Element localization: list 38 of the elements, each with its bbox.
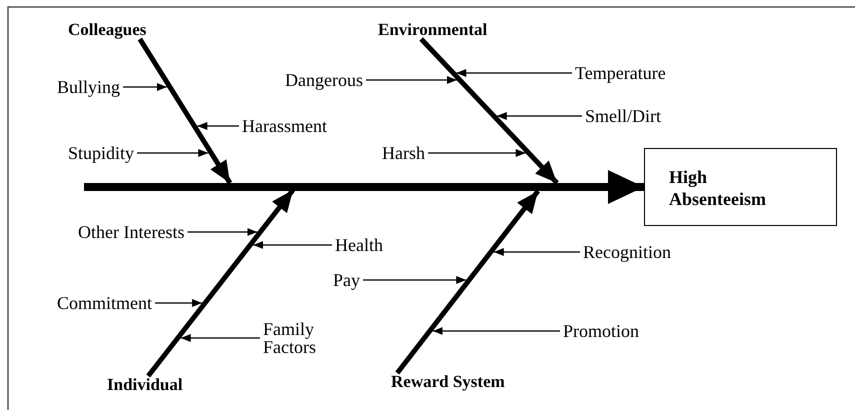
spine-arrow	[84, 170, 644, 204]
arrow	[197, 122, 239, 130]
arrow	[155, 299, 202, 307]
category-label: Individual	[104, 376, 186, 394]
category-label: Environmental	[375, 21, 490, 39]
arrow	[137, 149, 208, 157]
bone-arrow	[146, 188, 295, 378]
cause-label: Pay	[330, 271, 363, 289]
cause-label: Other Interests	[75, 223, 188, 241]
cause-label: Recognition	[580, 243, 674, 261]
category-label: Reward System	[388, 373, 508, 391]
arrow	[494, 248, 580, 256]
cause-label: Health	[332, 236, 386, 254]
bone-arrow	[138, 38, 232, 184]
bone-arrow	[419, 37, 559, 185]
arrow	[366, 76, 457, 84]
arrow	[456, 69, 572, 77]
cause-label: Harsh	[379, 144, 428, 162]
cause-label: Stupidity	[65, 144, 138, 162]
arrow	[363, 276, 466, 284]
effect-box: High Absenteeism	[644, 148, 837, 226]
cause-label: Smell/Dirt	[582, 107, 664, 125]
arrow	[496, 112, 582, 120]
cause-label: Bullying	[54, 78, 124, 96]
category-label: Colleagues	[65, 21, 150, 39]
arrow	[432, 327, 560, 335]
arrow	[187, 228, 258, 236]
cause-label: Harassment	[239, 117, 330, 135]
arrow	[123, 83, 167, 91]
arrow	[253, 241, 332, 249]
bone-arrow	[395, 189, 540, 375]
arrow	[180, 334, 260, 342]
cause-label: Temperature	[572, 64, 669, 82]
cause-label: Family Factors	[260, 320, 334, 356]
cause-label: Dangerous	[282, 71, 366, 89]
cause-label: Commitment	[54, 294, 156, 312]
cause-label: Promotion	[560, 322, 642, 340]
arrow	[428, 149, 526, 157]
